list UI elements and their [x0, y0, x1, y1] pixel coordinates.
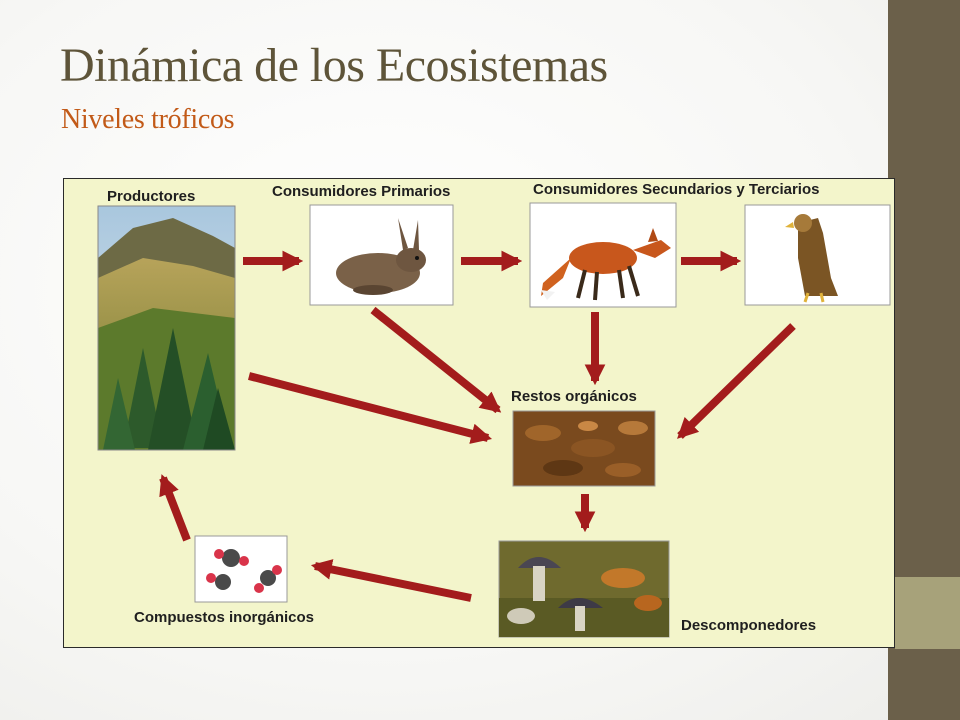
- label-descomponedores: Descomponedores: [681, 617, 816, 634]
- label-consumidores-secundarios-terciarios: Consumidores Secundarios y Terciarios: [533, 181, 819, 198]
- arrow-compuestos-to-productores: [159, 474, 191, 542]
- molecules-image: [194, 535, 288, 603]
- arrow-productores-to-restos: [247, 372, 493, 444]
- organic-debris-image: [512, 410, 656, 487]
- flow-arrows: [159, 250, 796, 602]
- label-restos-organicos: Restos orgánicos: [511, 388, 637, 405]
- forest-landscape-image: [97, 205, 236, 451]
- label-productores: Productores: [107, 188, 195, 205]
- label-compuestos-inorganicos: Compuestos inorgánicos: [134, 609, 314, 626]
- mushrooms-image: [498, 540, 670, 638]
- slide-subtitle: Niveles tróficos: [61, 104, 235, 135]
- arrow-terciarios-to-restos: [677, 323, 796, 439]
- arrow-descomponedores-to-compuestos: [310, 559, 472, 602]
- arrow-primarios-to-restos: [370, 306, 502, 414]
- slide-sidebar-accent: [895, 577, 960, 649]
- label-consumidores-primarios: Consumidores Primarios: [272, 183, 450, 200]
- slide-title: Dinámica de los Ecosistemas: [60, 39, 608, 92]
- rabbit-image: [309, 204, 454, 306]
- eagle-image: [744, 204, 891, 306]
- fox-image: [529, 202, 677, 308]
- trophic-levels-diagram: Productores Consumidores Primarios Consu…: [63, 178, 895, 648]
